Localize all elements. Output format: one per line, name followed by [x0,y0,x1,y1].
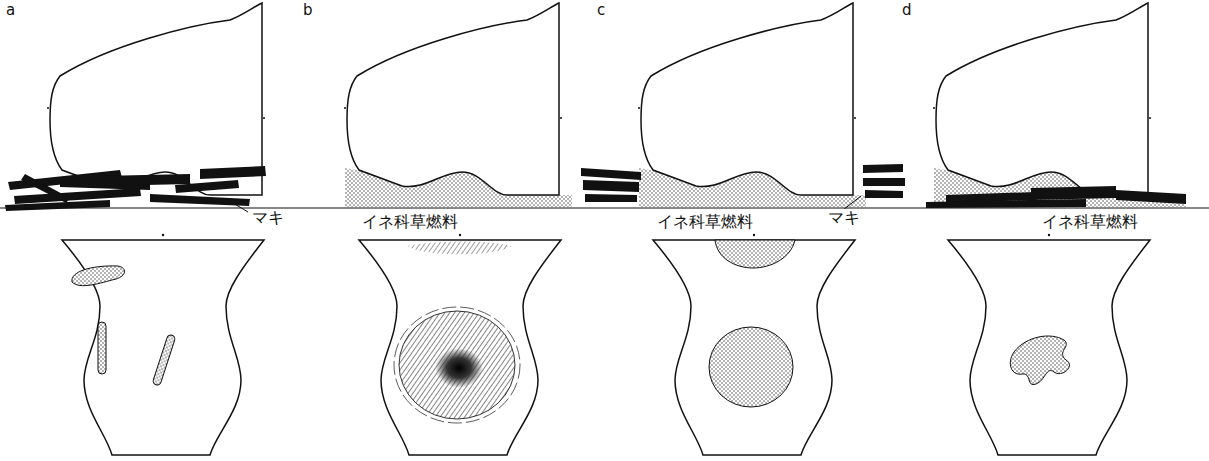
ground-line [0,207,1209,208]
panel-letter: b [301,2,315,19]
panel-c [581,3,905,455]
panel-letter: c [595,2,607,19]
panel-letter: a [4,2,17,19]
panel-d [926,3,1186,455]
fuel-label: イネ科草燃料 [1040,213,1140,231]
panel-b [344,3,572,455]
fuel-label: イネ科草燃料 [360,213,460,231]
firewood [581,164,905,202]
fuel-label: マキ [826,209,862,227]
panel-letter: d [900,2,914,19]
panel-a [5,3,266,455]
firewood [5,166,266,211]
grass-fuel [926,186,1186,208]
fuel-label: マキ [250,209,286,227]
fuel-label: イネ科草燃料 [655,213,755,231]
